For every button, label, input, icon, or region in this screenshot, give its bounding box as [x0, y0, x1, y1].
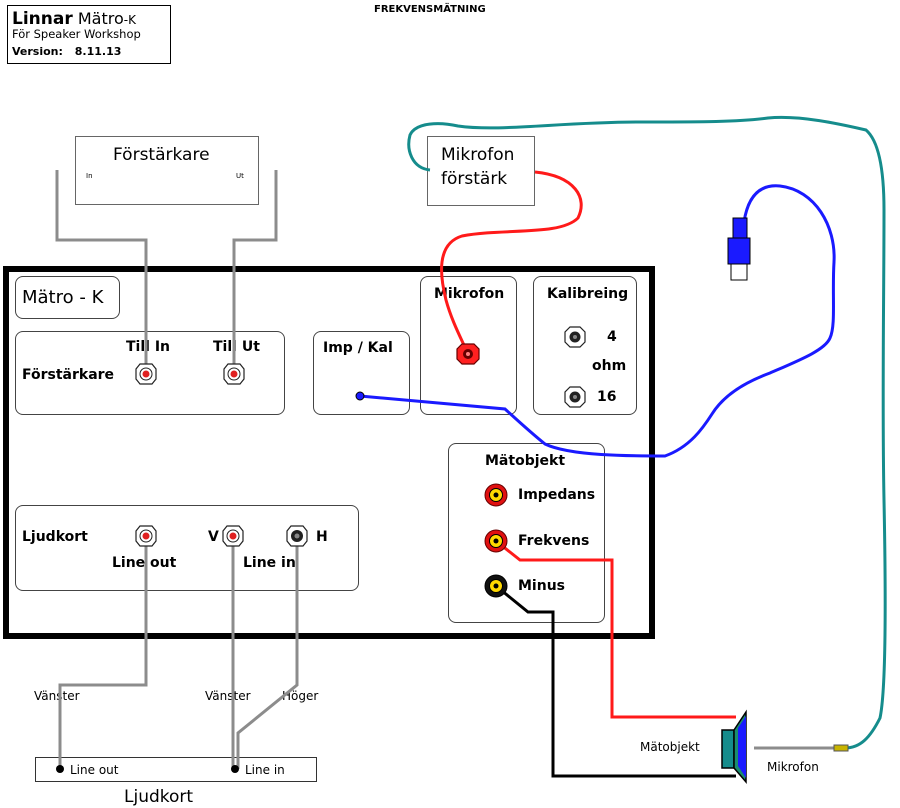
device-name-box: Mätro - K — [15, 276, 120, 319]
socket-kalib-16 — [564, 386, 586, 408]
amplifier-in-label: In — [86, 172, 93, 180]
speaker-icon — [721, 709, 747, 785]
product-name: Mätro — [77, 9, 124, 28]
socket-till-in — [135, 363, 157, 385]
v-label: V — [208, 529, 219, 545]
mic-amp-line2: förstärk — [441, 169, 508, 189]
page-title: FREKVENSMÄTNING — [374, 4, 486, 15]
soundcard-title: Ljudkort — [124, 787, 194, 807]
version-value: 8.11.13 — [74, 45, 122, 58]
cable-line-in-h — [236, 536, 299, 769]
blue-plug-body — [732, 217, 748, 241]
amplifier-title: Förstärkare — [113, 145, 210, 165]
cable-minus-black — [495, 584, 736, 778]
post-impedans — [484, 483, 508, 507]
version-label: Version: — [12, 45, 63, 58]
amplifier-box: Förstärkare In Ut — [75, 136, 259, 205]
till-ut-label: Till Ut — [213, 339, 260, 355]
cable-amp-in — [55, 170, 148, 374]
soundcard-line-in-dot — [231, 765, 239, 773]
matobjekt-title: Mätobjekt — [485, 453, 566, 469]
cable-label-hoger: Höger — [282, 689, 319, 703]
cable-imp-kal-blue — [359, 184, 836, 458]
impedans-label: Impedans — [518, 487, 596, 503]
imp-kal-label: Imp / Kal — [323, 340, 393, 356]
device-name: Mätro - K — [22, 287, 104, 308]
kalib-opt1: 4 — [607, 329, 617, 345]
kalib-opt2: 16 — [597, 389, 617, 405]
socket-line-in-h — [286, 525, 308, 547]
cable-line-out — [58, 536, 148, 769]
cable-label-vanster-1: Vänster — [34, 689, 80, 703]
line-out-label: Line out — [112, 555, 177, 571]
soundcard-box: Line out Line in — [35, 757, 317, 782]
brand-name: Linnar — [12, 9, 73, 29]
socket-line-out — [135, 525, 157, 547]
imp-kal-dot — [355, 391, 365, 401]
kalib-title: Kalibreing — [547, 286, 629, 302]
blue-plug-sleeve — [727, 237, 751, 265]
cable-amp-out — [232, 170, 278, 374]
soundcard-line-in: Line in — [245, 763, 285, 777]
matobjekt-box: Mätobjekt Impedans Frekvens Minus — [448, 443, 605, 623]
mikrofon-label: Mikrofon — [434, 286, 505, 302]
header-box: Linnar Mätro-K För Speaker Workshop Vers… — [7, 5, 171, 64]
amplifier-out-label: Ut — [236, 172, 244, 180]
mic-label: Mikrofon — [767, 760, 819, 774]
frekvens-label: Frekvens — [518, 533, 590, 549]
product-suffix: -K — [123, 13, 136, 27]
line-in-label: Line in — [243, 555, 296, 571]
header-subtitle: För Speaker Workshop — [12, 27, 141, 41]
minus-label: Minus — [518, 578, 565, 594]
amp-section-label: Förstärkare — [22, 367, 115, 383]
cable-mic-teal — [407, 115, 887, 750]
mic-tip-yellow — [833, 744, 849, 752]
speaker-label: Mätobjekt — [640, 740, 700, 754]
post-minus — [484, 574, 508, 598]
ljudkort-section-label: Ljudkort — [22, 529, 88, 545]
cable-frekvens-red — [495, 539, 736, 719]
cable-label-vanster-2: Vänster — [205, 689, 251, 703]
soundcard-line-out-dot — [56, 765, 64, 773]
device-frame — [3, 266, 655, 639]
kalib-ohm: ohm — [592, 358, 627, 374]
blue-plug-tip — [730, 263, 748, 281]
socket-mikrofon — [456, 343, 480, 365]
socket-line-in-v — [222, 525, 244, 547]
ljudkort-section-box: Ljudkort Line out V H Line in — [15, 505, 359, 591]
cable-mic-red — [440, 170, 583, 355]
till-in-label: Till In — [126, 339, 170, 355]
mic-amp-line1: Mikrofon — [441, 145, 515, 165]
h-label: H — [316, 529, 328, 545]
socket-kalib-4 — [564, 326, 586, 348]
post-frekvens — [484, 529, 508, 553]
soundcard-line-out: Line out — [70, 763, 119, 777]
socket-till-ut — [223, 363, 245, 385]
imp-kal-box: Imp / Kal — [313, 331, 410, 415]
